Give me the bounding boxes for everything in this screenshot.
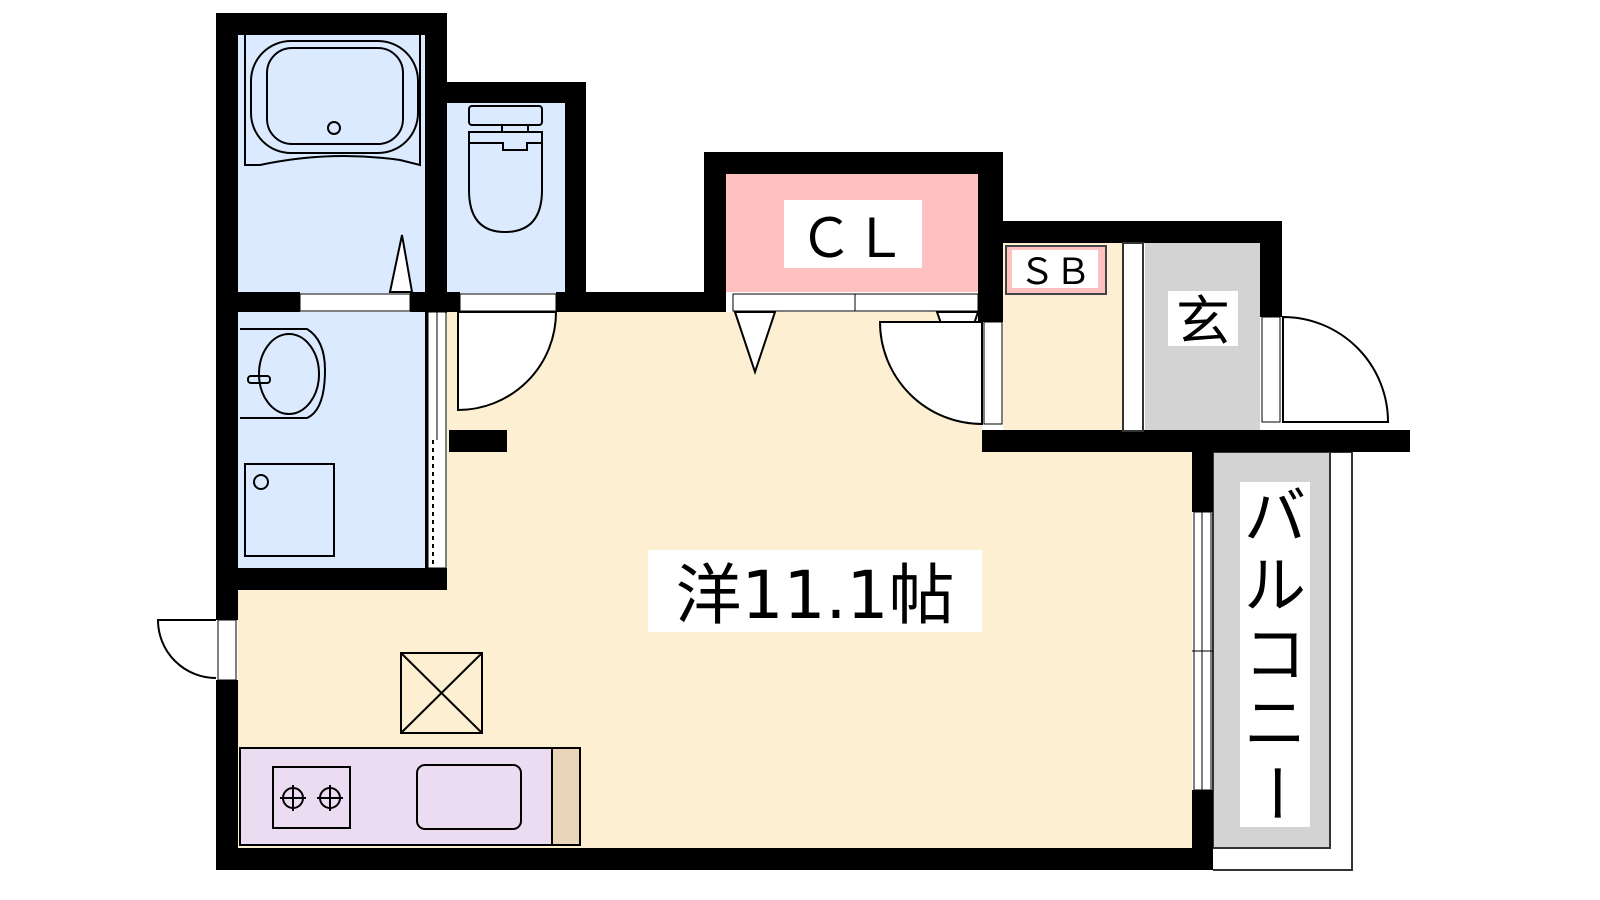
balcony-char: ニ: [1244, 687, 1306, 760]
balcony-char: ル: [1244, 549, 1306, 622]
washing-machine-icon: [244, 463, 335, 557]
walls: [216, 13, 1410, 870]
balcony-window[interactable]: [1192, 511, 1213, 791]
toilet-icon: [468, 105, 543, 234]
balcony-char: バ: [1244, 480, 1306, 553]
step-divider: [1122, 242, 1144, 432]
kitchen-counter: [239, 747, 581, 846]
balcony-char: ー: [1239, 762, 1312, 824]
entrance-door[interactable]: [1261, 315, 1390, 423]
bath-door[interactable]: [299, 234, 414, 312]
main-room-label: 洋11.1帖: [676, 557, 955, 634]
shoe-box-label: ＳＢ: [1019, 252, 1091, 293]
balcony-label: バ ル コ ニ ー: [1239, 480, 1312, 824]
stove-burner-icon: [280, 785, 343, 811]
balcony-char: コ: [1244, 618, 1306, 691]
washroom-sliding-door[interactable]: [427, 311, 447, 569]
bathtub-icon: [244, 35, 421, 167]
hall-door[interactable]: [878, 321, 1003, 426]
side-door[interactable]: [156, 619, 237, 681]
refrigerator-space-icon: [400, 652, 483, 734]
closet-label: ＣＬ: [799, 207, 907, 270]
washbasin-icon: [240, 328, 327, 419]
toilet-door[interactable]: [457, 293, 558, 412]
entrance-label: 玄: [1176, 290, 1230, 353]
toilet-floor: [447, 103, 565, 293]
